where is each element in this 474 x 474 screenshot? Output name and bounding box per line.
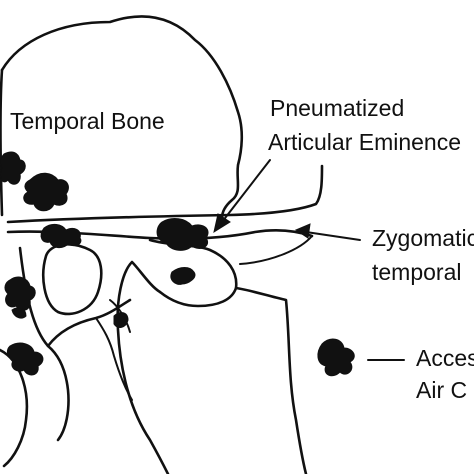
label-pneumatized: Pneumatized [270,95,404,121]
zygomatic-arch-tip [239,235,313,265]
air-cell-8 [170,267,196,285]
label-articular-eminence: Articular Eminence [268,129,461,155]
air-cell-2 [23,172,69,212]
label-accessory: Accessory [416,345,474,371]
air-cell-7 [6,342,44,376]
external-auditory-meatus [42,243,103,316]
air-cell-9 [113,312,129,328]
inner-cleft [95,317,133,401]
pneumatized-arrow-head [213,213,231,234]
label-temporal: temporal [372,259,461,285]
air-cell-6 [11,307,27,319]
condyle-neck [116,260,170,474]
zygomatic-arch-upper [6,164,324,224]
mandible-ramus [234,286,308,474]
pneumatized-arrow-line [221,159,271,223]
air-cell-1 [0,151,26,185]
temporal-bone-outline [0,15,244,220]
air-cell-legend [317,338,355,377]
label-zygomatic: Zygomatic [372,225,474,251]
zygomatic-arrow-head [294,223,311,239]
label-air-cells: Air C [416,377,467,403]
air-cell-4 [156,218,209,251]
label-temporal-bone: Temporal Bone [10,108,165,134]
zygomatic-arrow-line [305,231,361,241]
tympanic-plate [18,246,132,348]
skull-left-edge [0,68,4,217]
air-cell-5 [4,276,36,311]
air-cell-3 [40,223,82,249]
styloid-region [46,344,70,442]
